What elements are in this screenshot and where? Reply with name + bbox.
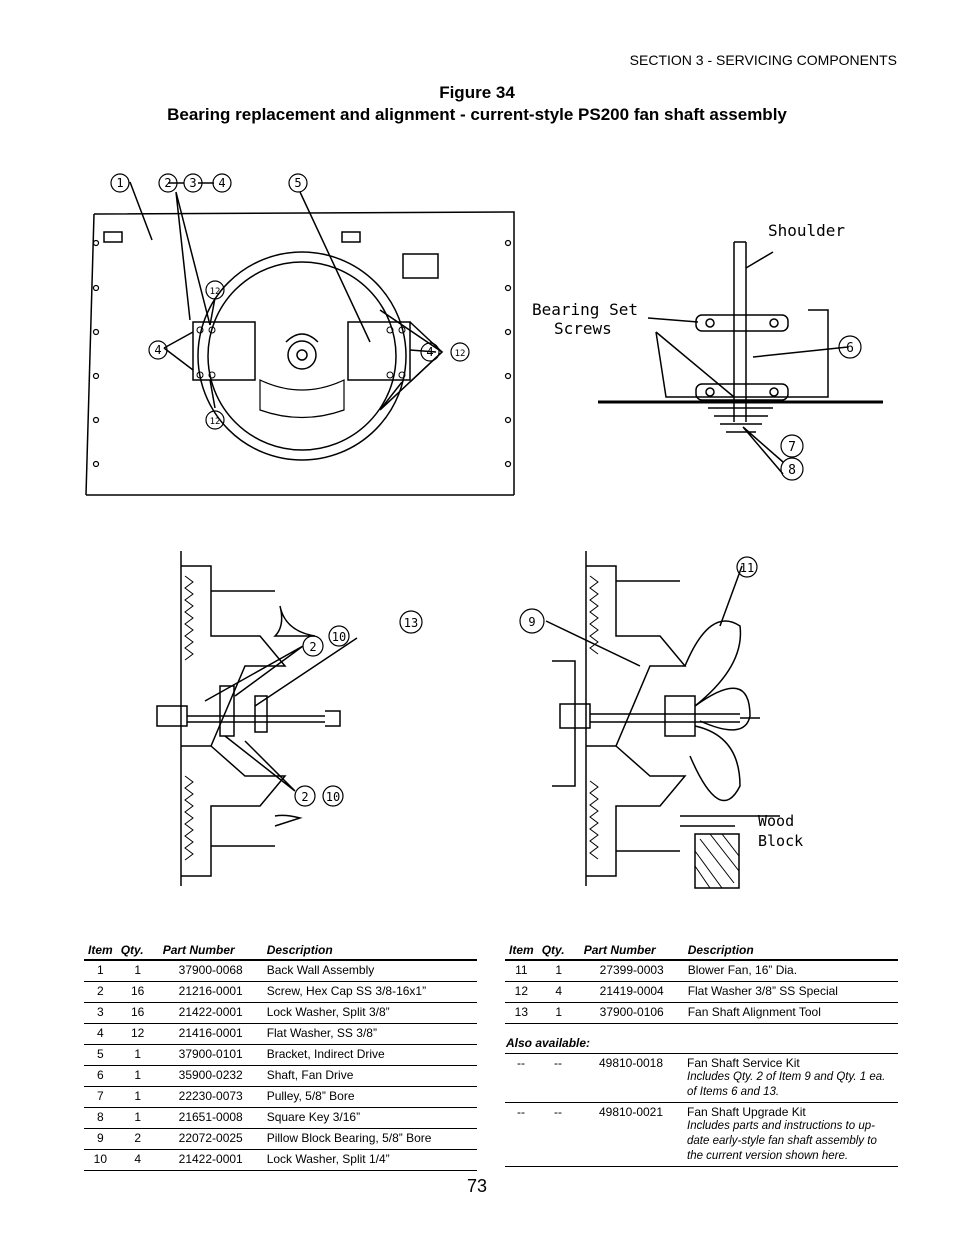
callout-5: 5: [294, 176, 301, 190]
fan-woodblock-diagram: 9 11 Wood Block: [519, 551, 803, 889]
callout-10-upper: 10: [332, 630, 346, 644]
kit-note: Includes Qty. 2 of Item 9 and Qty. 1 ea.…: [687, 1071, 886, 1098]
bearing-set-label: Bearing Set: [532, 300, 638, 319]
screws-label: Screws: [554, 319, 612, 338]
table-header: Item Qty. Part Number Description: [84, 943, 477, 961]
col-qty: Qty.: [537, 943, 580, 961]
callout-4: 4: [218, 176, 225, 190]
callout-12-bottom: 12: [210, 417, 221, 427]
col-desc: Description: [262, 943, 477, 961]
wood-label: Wood: [758, 812, 794, 830]
callout-9: 9: [528, 615, 535, 629]
callout-7: 7: [788, 440, 796, 455]
section-header: SECTION 3 - SERVICING COMPONENTS: [629, 52, 897, 68]
callout-6: 6: [846, 341, 854, 356]
col-item: Item: [505, 943, 538, 961]
callout-2: 2: [164, 176, 171, 190]
callout-8: 8: [788, 463, 796, 478]
kit-title: Fan Shaft Upgrade Kit: [687, 1105, 806, 1119]
back-wall-diagram: 1 2 3 4 5 12 12 4 4 12: [85, 173, 515, 496]
shoulder-label: Shoulder: [768, 221, 845, 240]
callout-12-right: 12: [455, 349, 466, 359]
callout-2-upper: 2: [309, 640, 316, 654]
callout-11: 11: [740, 561, 754, 575]
callout-3: 3: [189, 176, 196, 190]
col-part: Part Number: [579, 943, 684, 961]
bearing-section-diagram: 2 10 13 2 10: [156, 551, 423, 886]
col-desc: Description: [683, 943, 898, 961]
figure-caption: Bearing replacement and alignment - curr…: [167, 105, 787, 124]
page-number: 73: [466, 1176, 488, 1196]
block-label: Block: [758, 832, 803, 850]
table-header: Item Qty. Part Number Description: [505, 943, 898, 961]
col-item: Item: [84, 943, 117, 961]
callout-10-lower: 10: [326, 790, 340, 804]
kit-title: Fan Shaft Service Kit: [687, 1056, 800, 1070]
col-part: Part Number: [158, 943, 263, 961]
callout-12-top: 12: [210, 287, 221, 297]
shaft-shoulder-diagram: Shoulder Bearing Set Screws 6 7 8: [532, 221, 883, 481]
also-available-label: Also available:: [506, 1036, 591, 1050]
callout-4-left: 4: [154, 343, 161, 357]
callout-13: 13: [404, 616, 418, 630]
col-qty: Qty.: [116, 943, 159, 961]
callout-1: 1: [116, 176, 123, 190]
callout-2-lower: 2: [301, 790, 308, 804]
kit-note: Includes parts and instructions to up-da…: [687, 1120, 877, 1162]
callout-4-right: 4: [426, 345, 433, 359]
figure-number: Figure 34: [439, 83, 515, 102]
